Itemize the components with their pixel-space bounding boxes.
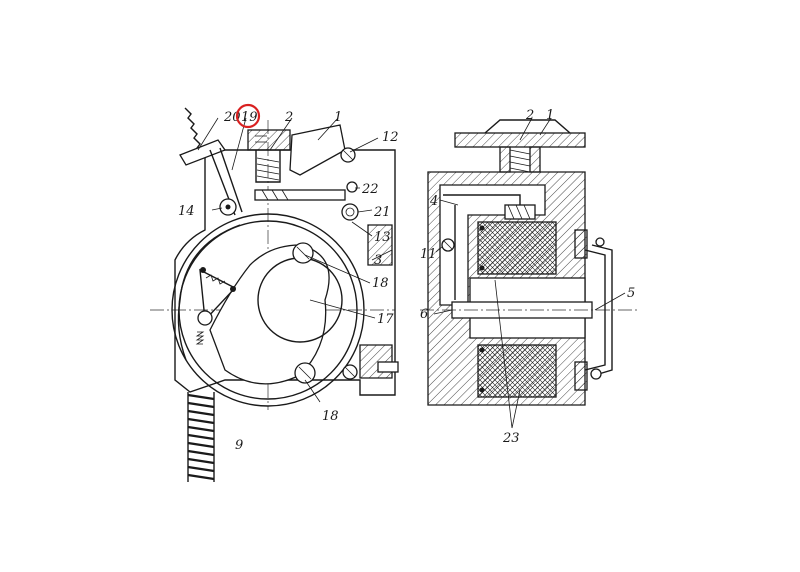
label-1-left: 1 xyxy=(334,110,342,125)
lever-1 xyxy=(289,124,346,176)
label-18-lower: 18 xyxy=(322,409,339,424)
cap-dome xyxy=(484,119,571,134)
right-view xyxy=(420,117,640,429)
label-5: 5 xyxy=(627,286,635,301)
outlet-5 xyxy=(584,249,606,371)
housing-outline xyxy=(174,149,396,396)
toggle-link xyxy=(199,268,237,322)
frame-block-3 xyxy=(367,224,393,266)
callout-labels: 20 19 2 1 12 22 21 14 13 3 18 17 18 9 2 … xyxy=(178,103,635,453)
label-2-right: 2 xyxy=(525,108,534,123)
highlight-circle xyxy=(235,103,261,129)
label-22: 22 xyxy=(361,182,379,197)
label-14: 14 xyxy=(178,204,195,219)
label-2-left: 2 xyxy=(284,110,293,125)
plunger-guide xyxy=(255,150,281,183)
coil-upper xyxy=(477,221,557,275)
label-6: 6 xyxy=(420,307,428,322)
label-23: 23 xyxy=(502,431,520,446)
plunger-spring xyxy=(256,157,280,181)
label-4: 4 xyxy=(429,194,438,209)
coil-spring-9 xyxy=(187,392,215,482)
pin-21 xyxy=(341,203,359,221)
label-3: 3 xyxy=(374,253,382,268)
coil-lower xyxy=(477,344,557,398)
pin-22 xyxy=(346,181,358,193)
label-13: 13 xyxy=(374,230,391,245)
label-11: 11 xyxy=(420,247,437,262)
label-18-upper: 18 xyxy=(372,276,389,291)
top-plate xyxy=(247,129,291,151)
label-1-right: 1 xyxy=(546,108,554,123)
small-spring xyxy=(195,331,205,345)
slider-bar xyxy=(254,189,346,201)
link-spring xyxy=(205,274,226,285)
cam-plate xyxy=(209,244,330,385)
left-view xyxy=(150,107,399,482)
outer-chamber-ring xyxy=(171,213,365,407)
label-19: 19 xyxy=(241,110,258,125)
label-17: 17 xyxy=(377,312,394,327)
rack-bar xyxy=(179,139,227,166)
label-12: 12 xyxy=(382,130,399,145)
label-9: 9 xyxy=(235,438,243,453)
rack-teeth xyxy=(184,107,204,155)
top-spring xyxy=(509,149,531,173)
label-21: 21 xyxy=(373,205,391,220)
